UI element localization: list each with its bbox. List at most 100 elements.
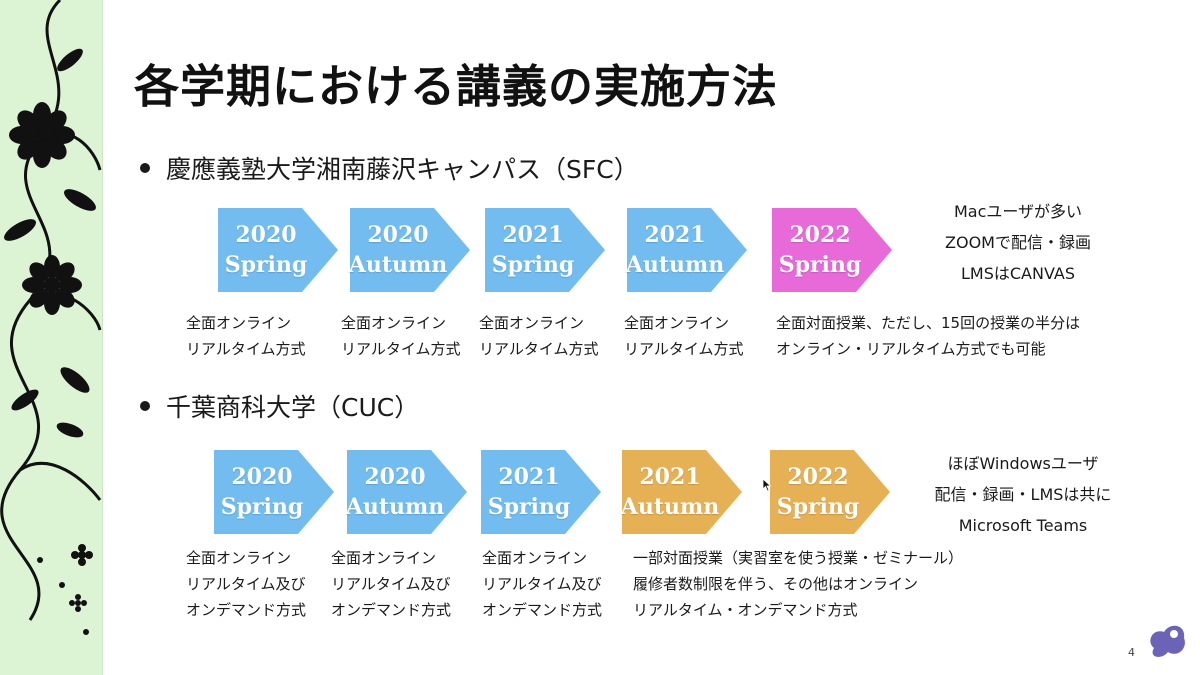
term-year: 2020 [235,222,297,248]
page-number: 4 [1128,646,1135,659]
note-sfc: Macユーザが多い ZOOMで配信・録画 LMSはCANVAS [918,196,1118,289]
caption-line: 全面オンライン [186,549,292,567]
caption-line: リアルタイム及び [482,575,602,593]
term-caption: 全面オンラインリアルタイム及びオンデマンド方式 [331,545,451,623]
bullet-dot [140,401,150,411]
caption-line: リアルタイム方式 [186,340,306,358]
term-season: Spring [487,494,571,520]
decorative-floral-band [0,0,103,675]
caption-line: オンデマンド方式 [331,601,452,619]
term-caption: 全面対面授業、ただし、15回の授業の半分はオンライン・リアルタイム方式でも可能 [776,310,1080,362]
note-line: ZOOMで配信・録画 [945,233,1091,252]
section-heading-cuc: 千葉商科大学（CUC） [140,388,419,424]
caption-line: 全面対面授業、ただし、15回の授業の半分は [776,314,1081,332]
arrow-shape [622,450,742,534]
note-cuc: ほぼWindowsユーザ 配信・録画・LMSは共に Microsoft Team… [908,448,1138,541]
term-year: 2021 [502,222,564,248]
caption-line: 全面オンライン [331,549,437,567]
term-season: Spring [491,252,575,278]
note-line: Microsoft Teams [958,516,1088,535]
term-season: Spring [220,494,304,520]
caption-line: 全面オンライン [624,314,730,332]
note-line: ほぼWindowsユーザ [947,454,1099,473]
arrow-shape [485,208,605,292]
caption-line: 履修者数制限を伴う、その他はオンライン [633,575,919,593]
caption-line: オンデマンド方式 [186,601,307,619]
caption-line: リアルタイム・オンデマンド方式 [633,601,858,619]
term-year: 2022 [787,464,849,490]
caption-line: 全面オンライン [479,314,585,332]
caption-line: リアルタイム方式 [479,340,599,358]
section-heading-text: 千葉商科大学（CUC） [166,393,420,422]
arrow-shape [350,208,470,292]
section-heading-sfc: 慶應義塾大学湘南藤沢キャンパス（SFC） [140,150,639,186]
term-season: Spring [778,252,862,278]
term-caption: 全面オンラインリアルタイム方式 [341,310,461,362]
term-year: 2021 [498,464,560,490]
term-season: Spring [776,494,860,520]
arrow-shape [481,450,601,534]
caption-line: リアルタイム及び [331,575,451,593]
note-line: LMSはCANVAS [961,264,1075,283]
caption-line: リアルタイム方式 [624,340,744,358]
term-year: 2021 [644,222,706,248]
term-caption: 全面オンラインリアルタイム方式 [624,310,744,362]
term-caption: 一部対面授業（実習室を使う授業・ゼミナール） 履修者数制限を伴う、その他はオンライ… [633,545,963,623]
caption-line: オンライン・リアルタイム方式でも可能 [776,340,1046,358]
arrow-shape [770,450,890,534]
arrow-shape [214,450,334,534]
note-line: Macユーザが多い [953,202,1083,221]
term-caption: 全面オンラインリアルタイム及びオンデマンド方式 [482,545,602,623]
term-caption: 全面オンラインリアルタイム方式 [186,310,306,362]
term-year: 2020 [367,222,429,248]
slide-title: 各学期における講義の実施方法 [134,60,779,113]
arrow-shape [772,208,892,292]
caption-line: 全面オンライン [482,549,588,567]
term-season: Spring [224,252,308,278]
floral-vine-icon [0,0,102,635]
term-year: 2020 [231,464,293,490]
term-season: Autumn [345,494,445,520]
term-caption: 全面オンラインリアルタイム方式 [479,310,599,362]
term-caption: 全面オンラインリアルタイム及びオンデマンド方式 [186,545,306,623]
caption-line: 全面オンライン [341,314,447,332]
section-heading-text: 慶應義塾大学湘南藤沢キャンパス（SFC） [166,155,639,184]
arrow-shape [218,208,338,292]
caption-line: リアルタイム及び [186,575,306,593]
caption-line: 一部対面授業（実習室を使う授業・ゼミナール） [633,549,964,567]
term-season: Autumn [348,252,448,278]
caption-line: オンデマンド方式 [482,601,603,619]
term-year: 2022 [789,222,851,248]
term-season: Autumn [620,494,720,520]
term-year: 2021 [639,464,701,490]
term-year: 2020 [364,464,426,490]
arrow-shape [627,208,747,292]
term-season: Autumn [625,252,725,278]
caption-line: 全面オンライン [186,314,292,332]
caption-line: リアルタイム方式 [341,340,461,358]
arrow-shape [347,450,467,534]
bullet-dot [140,163,150,173]
mouse-cursor-icon [762,478,772,492]
logo-blob-icon [1150,625,1185,657]
